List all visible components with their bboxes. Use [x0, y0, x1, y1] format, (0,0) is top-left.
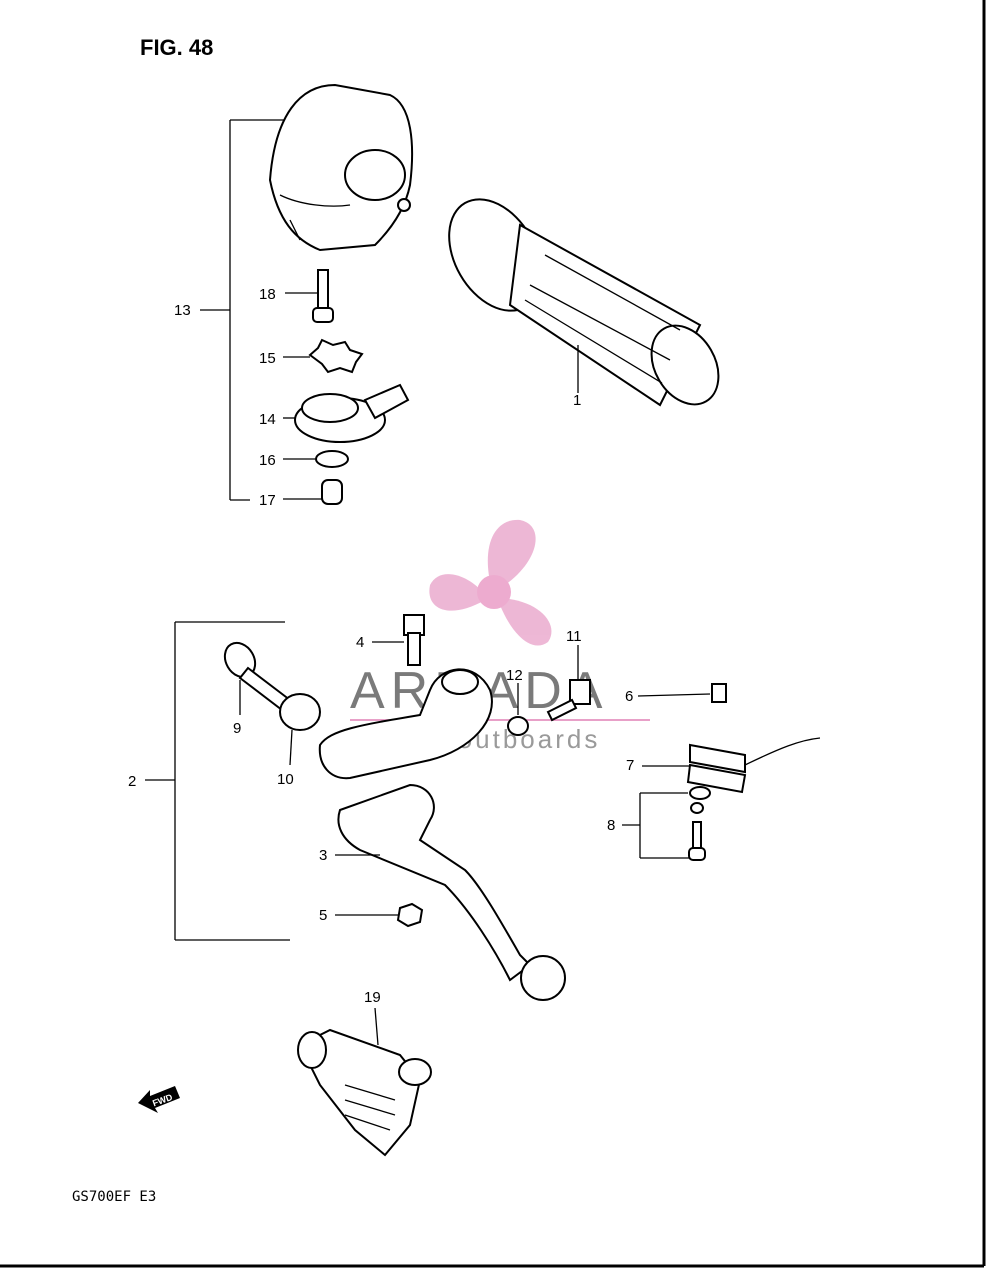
callout-11: 11 [566, 628, 582, 645]
callout-18: 18 [259, 286, 276, 303]
callout-17: 17 [259, 492, 276, 509]
callout-6: 6 [625, 688, 633, 705]
bracket-2 [145, 621, 290, 941]
callout-14: 14 [259, 411, 276, 428]
callout-16: 16 [259, 452, 276, 469]
screw-17-part [321, 479, 343, 505]
bolt-9-part [223, 641, 292, 712]
leader-lines [239, 292, 711, 1046]
callout-15: 15 [259, 350, 276, 367]
bolt-4-part [403, 614, 425, 666]
watermark-propeller [429, 519, 552, 646]
plate-14-part [294, 383, 410, 443]
callout-4: 4 [356, 634, 364, 651]
grip-1-part [448, 198, 720, 407]
callout-13: 13 [174, 302, 191, 319]
washer-16-part [315, 450, 349, 468]
lever-3-part [337, 783, 566, 1001]
callout-8: 8 [607, 817, 615, 834]
callout-7: 7 [626, 757, 634, 774]
screw-8-part [688, 786, 711, 861]
switch-19-part [297, 1028, 432, 1157]
callout-3: 3 [319, 847, 327, 864]
clip-6-part [711, 683, 727, 703]
nut-10-part [279, 693, 321, 731]
figure-title: FIG. 48 [140, 35, 213, 60]
callout-5: 5 [319, 907, 327, 924]
callout-10: 10 [277, 771, 294, 788]
callout-1: 1 [573, 392, 581, 409]
bolt-11-part [546, 679, 591, 722]
washer-12-part [507, 716, 529, 736]
switch-housing-part [268, 83, 414, 252]
model-code: GS700EF E3 [72, 1189, 156, 1205]
washer-15-part [308, 338, 364, 374]
callout-2: 2 [128, 773, 136, 790]
bracket-8 [622, 792, 690, 859]
fwd-arrow-icon: FWD [138, 1086, 180, 1113]
callout-12: 12 [506, 667, 523, 684]
switch-7-part [686, 737, 821, 794]
callout-9: 9 [233, 720, 241, 737]
lever-bracket-part [318, 668, 493, 780]
callout-19: 19 [364, 989, 381, 1006]
bracket-13 [200, 119, 285, 501]
nut-5-part [396, 902, 424, 928]
screw-18-part [312, 269, 334, 323]
